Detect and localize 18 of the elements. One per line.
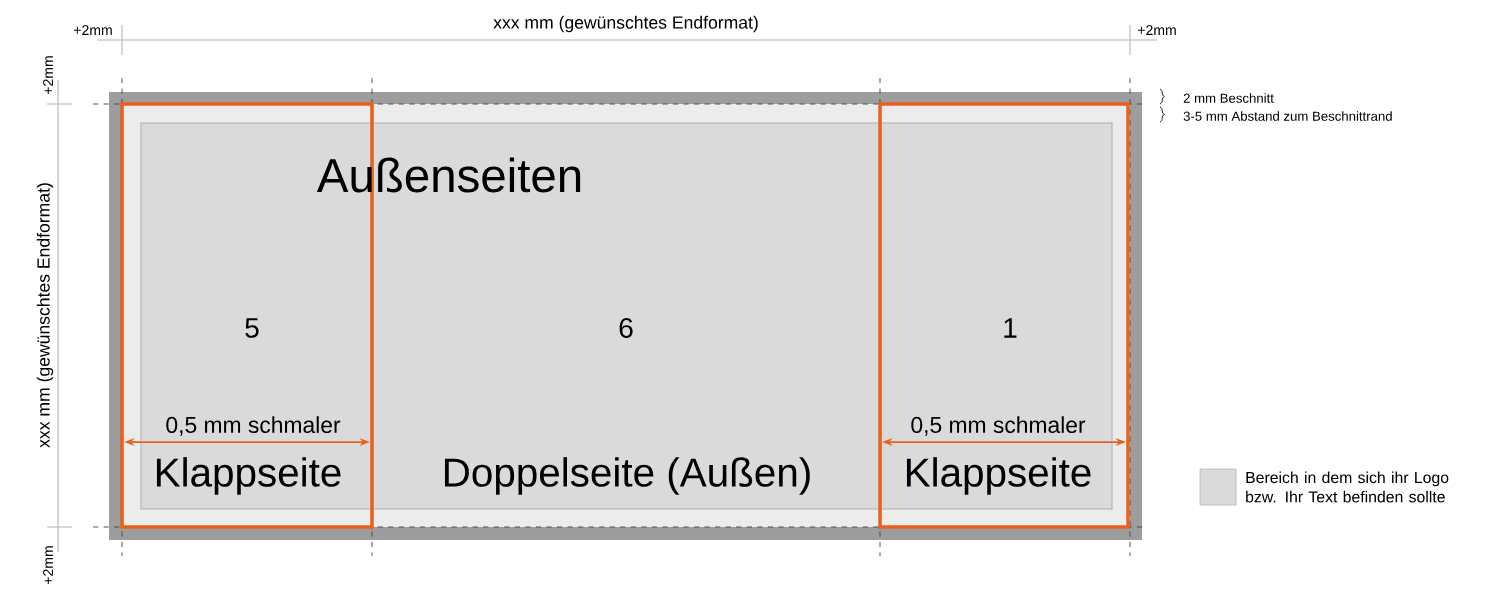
note-text: 3-5 mm Abstand zum Beschnittrand [1183,111,1392,121]
dimension-label: 0,5 mm schmaler [166,416,341,436]
dimension-label: xxx mm (gewünschtes Endformat) [493,15,758,33]
note-text: 2 mm Beschnitt [1183,93,1274,103]
dimension-label: 0,5 mm schmaler [911,416,1086,436]
legend-text: Bereich in dem sich ihr Logo bzw. Ihr Text befinden sollte [1246,471,1449,503]
page-number: 5 [245,318,259,338]
dimension-label: +2mm [1138,25,1176,35]
page-number: 6 [619,318,633,338]
panel-label: Klappseite [156,457,341,495]
flap-panel [878,102,1130,529]
dimension-label: +2mm [43,56,53,95]
panel-label: Doppelseite (Außen) [444,457,810,495]
panel-label: Klappseite [906,457,1091,495]
dimension-label: +2mm [43,546,53,585]
dimension-label: xxx mm (gewünschtes Endformat) [36,183,54,448]
dimension-label: +2mm [73,25,112,35]
page-number: 1 [1004,318,1017,338]
